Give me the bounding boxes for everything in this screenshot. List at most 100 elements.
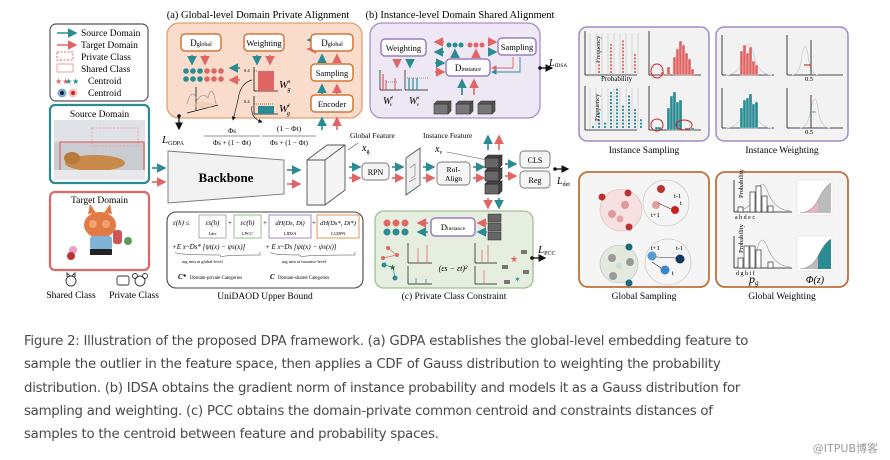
sample-dot	[627, 108, 631, 112]
sample-dot	[609, 50, 613, 53]
global-weighting-panel: Probability Probability a b d e c d g h …	[715, 168, 849, 302]
hist-bar	[745, 97, 750, 129]
sample-dot	[621, 50, 625, 53]
threshold-tick-label: 0.5	[805, 129, 813, 136]
sample-dot	[621, 105, 625, 108]
target-cluster	[598, 188, 643, 232]
threshold-tick-label: 0.5	[805, 76, 813, 83]
hist-bar	[687, 58, 692, 76]
hist-bar	[748, 93, 753, 129]
outlier-highlight	[650, 118, 664, 132]
sample-dot	[621, 40, 625, 43]
shared-categories-label: Domain-shared Categories	[278, 276, 329, 281]
sample-dot	[633, 70, 637, 74]
time-label: t+1	[651, 212, 660, 219]
bound-term-text: εc(h)	[240, 219, 255, 227]
sample-dot	[621, 60, 625, 63]
loss-idsa: LIDSA	[548, 58, 567, 69]
legend-item-centroid-circles: Centroid	[57, 88, 121, 99]
sample-dot	[633, 119, 637, 122]
sample-dot	[615, 95, 619, 98]
bound-term-det: εs(h) Ldet	[198, 214, 227, 239]
legend-label: Source Domain	[81, 29, 141, 39]
legend-item-target-domain: Target Domain	[57, 40, 138, 51]
hist-bar	[748, 46, 753, 76]
cdf-plot-target	[796, 179, 834, 216]
gauss-fit-target	[721, 35, 774, 76]
sample-dot	[621, 47, 625, 50]
sample-dot	[627, 125, 631, 129]
global-feature-label: Global Feature	[350, 131, 395, 140]
rpn-box: RPN	[361, 162, 390, 181]
legend-label: Shared Class	[81, 65, 131, 75]
formula-denominator: Φs + (1 − Φt)	[213, 139, 252, 147]
pcc-distance-formula: (εs − εt)²	[439, 264, 468, 273]
hist-bar	[678, 40, 683, 76]
global-sampling-title: Global Sampling	[612, 292, 677, 302]
legend-item-source-domain: Source Domain	[57, 28, 141, 39]
pg-label: pg	[748, 272, 759, 287]
sample-dot	[621, 125, 625, 129]
probability-axis-label: Probability	[738, 223, 745, 253]
sample-dot	[597, 60, 601, 63]
prob-bar	[755, 185, 762, 213]
sample-dot	[615, 115, 619, 118]
encoder-box: Encoder	[310, 94, 354, 113]
tick-label: 0.4	[244, 68, 250, 73]
sample-dot	[609, 53, 613, 57]
sampling-label: Sampling	[501, 42, 534, 52]
phi-label: Φ(z)	[806, 275, 825, 286]
sample-dot	[609, 91, 613, 95]
plus-sign: +	[263, 219, 267, 227]
roi-align-box: RoI- Align	[436, 161, 471, 186]
bound-term-text: dH(Ds, Dt)	[275, 220, 304, 227]
loss-pcc: LPCC	[537, 244, 555, 257]
pcc-feature-stack	[487, 213, 502, 241]
bound-expectation-global: +E x~Ds* [ψt(x) − ψs(x)]	[172, 243, 246, 251]
caption-line: samples to the centroid between feature …	[24, 427, 439, 443]
sample-dot	[609, 108, 613, 112]
global-sampling-panel: t-1 t t+1 t+1 t-1 t Global Sampling	[578, 171, 710, 302]
instance-sampling-panel: Frequency Probability Frequency Instance…	[578, 26, 710, 156]
sample-dot	[633, 122, 637, 125]
sample-dot	[597, 122, 601, 125]
legend-label: Centroid	[88, 89, 121, 99]
caption-line: Figure 2: Illustration of the proposed D…	[24, 334, 749, 349]
prob-bar	[737, 206, 744, 213]
instance-feature-stack	[484, 154, 503, 195]
hist-bar	[742, 44, 747, 76]
private-class-label: Private Class	[109, 291, 159, 301]
hist-bar	[672, 56, 677, 76]
star-icon: ★★	[55, 77, 69, 86]
sample-dot	[621, 119, 625, 122]
sample-dot	[633, 112, 637, 115]
sample-dot	[603, 125, 607, 129]
formula-denominator: Φs + (1 − Φt)	[270, 139, 309, 147]
frequency-axis-label: Frequency	[594, 93, 601, 121]
sample-dot	[627, 115, 631, 118]
gauss-fit-source	[721, 88, 774, 129]
hist-bar	[681, 44, 686, 76]
sample-dot	[609, 64, 613, 67]
sample-dot	[621, 112, 625, 115]
sampling-box-b: Sampling	[497, 37, 537, 56]
pcc-dots	[383, 219, 409, 236]
sample-dot	[639, 125, 643, 129]
global-feature-symbol: xg	[361, 143, 369, 155]
sample-dot	[597, 67, 601, 70]
bound-term-gdpa: dH(Ds*, Dt*) LGDPA	[316, 214, 360, 239]
probability-axis-label: Probability	[738, 168, 745, 198]
instance-weighting-title: Instance Weighting	[745, 146, 818, 156]
sample-dot	[615, 102, 619, 105]
hist-bar	[666, 66, 671, 76]
rpn-label: RPN	[368, 168, 384, 177]
global-prob-hist-source	[733, 236, 792, 269]
sample-dot	[633, 125, 637, 129]
instance-dots	[446, 42, 485, 48]
pcc-module: Dinstance ★ (εs − εt)²	[374, 210, 555, 302]
time-label: t+1	[651, 245, 660, 252]
